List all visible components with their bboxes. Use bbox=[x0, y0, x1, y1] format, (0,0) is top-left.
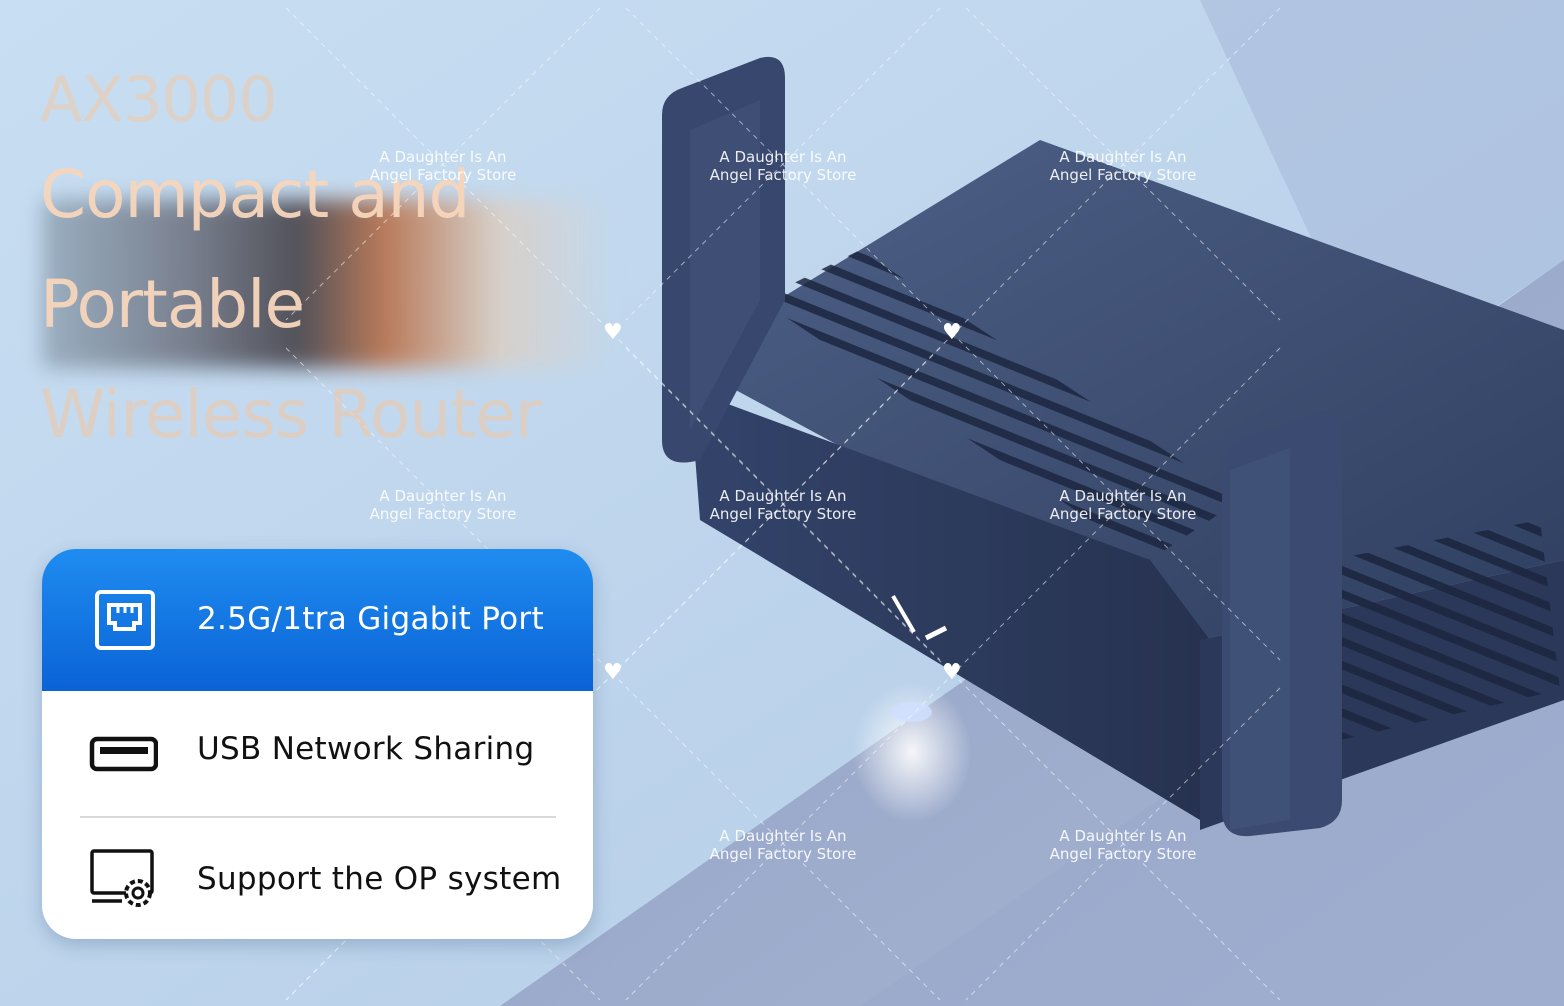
feature-label-gigabit-port: 2.5G/1tra Gigabit Port bbox=[197, 601, 544, 637]
heart-icon: ♥ bbox=[942, 660, 962, 685]
heart-icon: ♥ bbox=[942, 320, 962, 345]
ethernet-port-icon bbox=[95, 590, 155, 650]
monitor-gear-icon bbox=[90, 849, 154, 907]
headline-line-1: Compact and bbox=[40, 156, 470, 233]
blurred-backdrop-band bbox=[42, 200, 612, 368]
feature-label-op-system: Support the OP system bbox=[197, 861, 562, 897]
feature-item-gigabit-port: 2.5G/1tra Gigabit Port bbox=[42, 549, 593, 691]
usb-port-icon bbox=[89, 736, 158, 772]
headline: AX3000 Compact and Portable Wireless Rou… bbox=[40, 60, 542, 470]
headline-line-2: Portable bbox=[40, 266, 305, 343]
feature-item-op-system: Support the OP system bbox=[42, 817, 593, 939]
feature-item-usb: USB Network Sharing bbox=[42, 691, 593, 817]
feature-divider bbox=[80, 816, 556, 818]
headline-line-3: Wireless Router bbox=[40, 376, 542, 453]
heart-icon: ♥ bbox=[603, 320, 623, 345]
feature-card: 2.5G/1tra Gigabit Port USB Network Shari… bbox=[42, 549, 593, 939]
heart-icon: ♥ bbox=[603, 660, 623, 685]
headline-model: AX3000 bbox=[40, 63, 278, 136]
feature-label-usb: USB Network Sharing bbox=[197, 731, 535, 767]
